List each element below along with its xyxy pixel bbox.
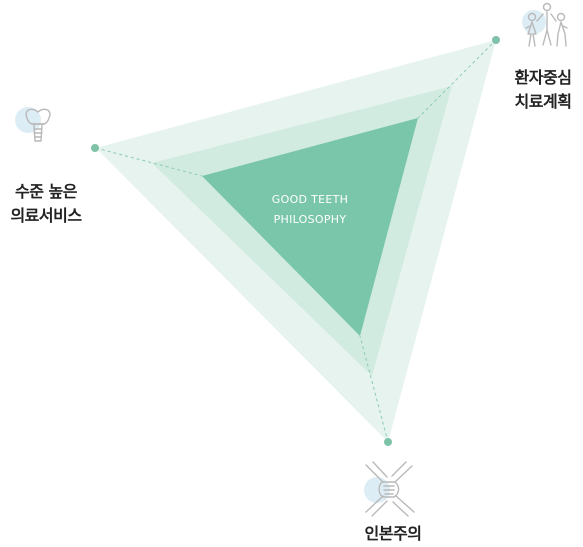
vertex-dot-left	[91, 144, 99, 152]
center-title-line1: GOOD TEETH	[272, 193, 348, 206]
people-group-icon	[522, 2, 568, 47]
node-left-line1: 수준 높은	[15, 182, 77, 201]
connector-right	[417, 39, 497, 119]
node-label-bottom: 인본주의	[348, 522, 438, 546]
node-label-left: 수준 높은 의료서비스	[0, 180, 92, 228]
node-right-line1: 환자중심	[514, 68, 572, 87]
dental-implant-icon	[15, 107, 51, 142]
node-right-line2: 치료계획	[514, 92, 572, 111]
node-label-right: 환자중심 치료계획	[505, 66, 581, 114]
node-bottom-line1: 인본주의	[364, 524, 422, 543]
vertex-dot-bottom	[384, 438, 392, 446]
center-title-line2: PHILOSOPHY	[274, 213, 347, 226]
node-left-line2: 의료서비스	[10, 206, 82, 225]
connector-bottom	[359, 335, 389, 443]
connector-left	[95, 147, 203, 177]
joined-hands-icon	[364, 461, 415, 517]
vertex-dot-right	[492, 36, 500, 44]
inner-triangle	[202, 118, 418, 336]
connector-lines	[95, 39, 497, 443]
